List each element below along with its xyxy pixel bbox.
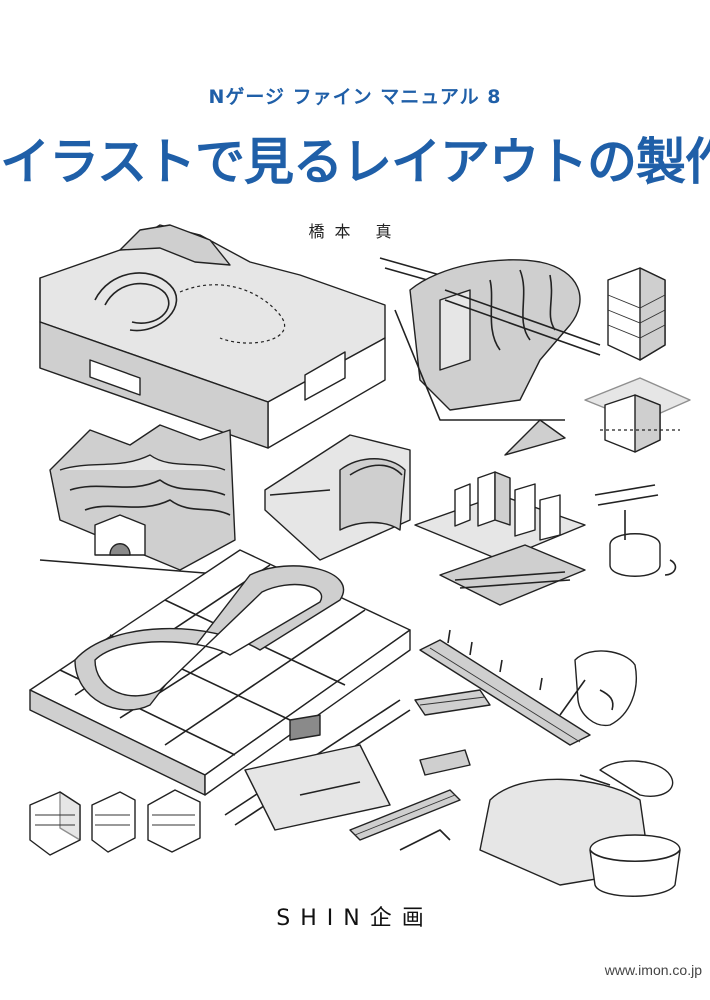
track-joiner-illustration [224,699,411,831]
tunnel-section-illustration [379,257,601,456]
town-board-illustration [414,471,586,606]
hand-tool-illustration [559,650,637,727]
track-strips-illustration [414,629,591,746]
baseboard-frame-illustration [29,549,411,796]
brick-buildings-illustration [29,789,201,856]
plaster-bowl-illustration [479,760,681,897]
watermark-url: www.imon.co.jp [604,962,702,978]
author-name: 橋本 真 [308,222,402,241]
layout-box-illustration [39,224,386,449]
publisher-name: SHIN企画 [276,906,434,931]
curved-track-illustration [264,434,411,561]
rail-pieces-illustration [349,749,471,851]
book-title: イラストで見るレイアウトの製作 [0,133,710,191]
mountain-terrain-illustration [39,424,236,576]
point-motor-illustration [594,484,677,577]
brick-tower-illustration [584,267,691,453]
series-label: Nゲージ ファイン マニュアル 8 [208,86,502,108]
